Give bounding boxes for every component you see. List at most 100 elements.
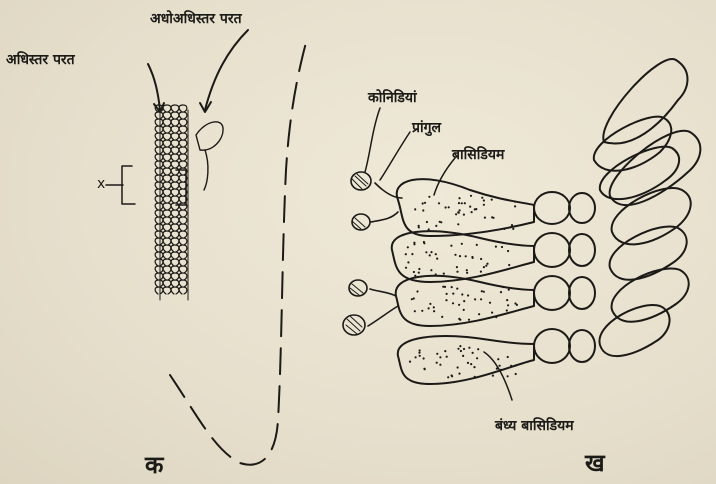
round-cells	[534, 192, 595, 363]
stipple-dot	[424, 202, 426, 204]
stipple-dot	[514, 201, 516, 203]
stipple-dot	[445, 206, 447, 208]
label-basidium: बासिडियम	[452, 145, 504, 164]
stipple-dot	[480, 298, 482, 300]
stipple-dot	[423, 368, 425, 370]
stipple-dot	[480, 258, 482, 260]
stipple-dot	[500, 291, 502, 293]
stipple-dot	[451, 374, 453, 376]
stipple-dot	[514, 205, 516, 207]
stipple-dot	[426, 221, 428, 223]
stipple-dot	[483, 266, 485, 268]
stipple-dot	[511, 224, 513, 226]
stipple-dot	[481, 290, 483, 292]
stipple-dot	[418, 352, 420, 354]
stipple-dot	[508, 289, 510, 291]
stipple-dot	[483, 291, 485, 293]
label-sterigma: प्रांगुल	[412, 118, 441, 137]
stipple-dot	[473, 366, 475, 368]
label-sterile-basidium: बंध्य बासिडियम	[495, 416, 574, 435]
stipple-dot	[435, 253, 437, 255]
x-bracket	[106, 166, 186, 205]
stipple-dot	[507, 304, 509, 306]
basidium-2	[392, 231, 534, 282]
stipple-dot	[441, 316, 443, 318]
stipple-dot	[461, 243, 463, 245]
stipple-dot	[463, 214, 465, 216]
stipple-dot	[457, 223, 459, 225]
stipple-dot	[438, 202, 440, 204]
conidia	[343, 172, 371, 335]
stipple-dot	[506, 299, 508, 301]
stipple-dot	[475, 208, 477, 210]
stipple-dot	[459, 255, 461, 257]
elongated-cells	[594, 59, 701, 356]
gill-section	[160, 35, 308, 465]
stipple-dot	[469, 206, 471, 208]
stipple-dot	[456, 266, 458, 268]
stipple-dot	[452, 302, 454, 304]
stipple-dot	[491, 216, 493, 218]
stipple-dot	[459, 319, 461, 321]
stipple-dot	[472, 257, 474, 259]
stipple-dot	[461, 293, 463, 295]
stipple-dot	[497, 358, 499, 360]
stipple-dot	[435, 273, 437, 275]
stipple-dot	[416, 290, 418, 292]
stipple-dot	[425, 251, 427, 253]
stipple-dot	[444, 350, 446, 352]
stipple-dot	[481, 197, 483, 199]
stipple-dot	[510, 365, 512, 367]
stipple-dot	[436, 353, 438, 355]
stipple-dot	[443, 273, 445, 275]
stipple-dot	[464, 202, 466, 204]
stipple-dot	[465, 255, 467, 257]
stipple-dot	[499, 365, 501, 367]
stipple-dot	[460, 350, 462, 352]
stipple-dot	[429, 254, 431, 256]
stipple-dot	[419, 349, 421, 351]
stipple-dot	[468, 347, 470, 349]
stipple-dot	[411, 253, 413, 255]
stipple-dot	[458, 202, 460, 204]
stipple-dot	[414, 208, 416, 210]
stipple-dot	[433, 310, 435, 312]
stipple-dot	[452, 293, 454, 295]
stipple-dot	[501, 246, 503, 248]
stipple-dot	[459, 345, 461, 347]
stipple-dot	[415, 356, 417, 358]
stipple-dot	[477, 348, 479, 350]
stipple-dot	[421, 310, 423, 312]
stipple-dot	[439, 221, 441, 223]
stipple-dot	[418, 272, 420, 274]
stipple-dot	[436, 362, 438, 364]
sterigmata	[368, 183, 402, 326]
stipple-dot	[483, 199, 485, 201]
stipple-dot	[422, 209, 424, 211]
stipple-dot	[430, 251, 432, 253]
stipple-dot	[439, 364, 441, 366]
stipple-dot	[413, 271, 415, 273]
stipple-dot	[507, 250, 509, 252]
label-lower-epidermal-layer: अधोअधिस्तर परत	[150, 9, 242, 28]
stipple-dot	[451, 286, 453, 288]
stipple-dot	[507, 375, 509, 377]
stipple-dot	[471, 211, 473, 213]
stipple-dot	[457, 348, 459, 350]
stipple-dot	[489, 302, 491, 304]
stipple-dot	[472, 352, 474, 354]
label-conidia: कोनिडियां	[368, 88, 417, 107]
stipple-dot	[462, 355, 464, 357]
stipple-dot	[495, 316, 497, 318]
stipple-dot	[492, 375, 494, 377]
stipple-dot	[448, 206, 450, 208]
stipple-dot	[470, 195, 472, 197]
stipple-dot	[407, 261, 409, 263]
stipple-dot	[407, 246, 409, 248]
gill-outline	[170, 35, 308, 465]
stipple-dot	[502, 286, 504, 288]
stipple-dot	[467, 294, 469, 296]
stipple-dot	[446, 356, 448, 358]
stipple-dot	[457, 366, 459, 368]
stipple-dot	[476, 244, 478, 246]
